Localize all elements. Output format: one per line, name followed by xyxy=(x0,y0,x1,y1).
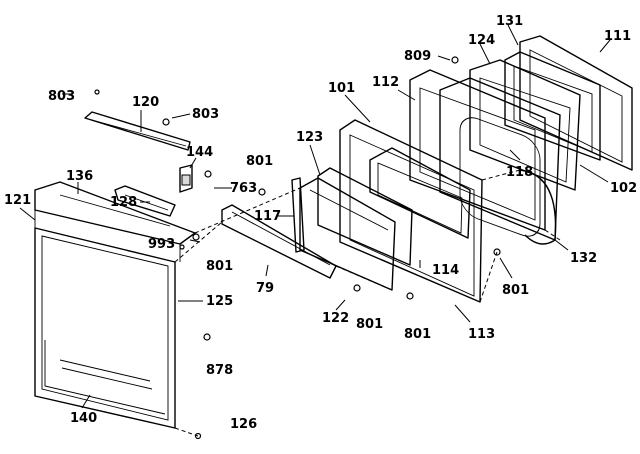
screw-809 xyxy=(451,56,459,64)
hinge-pin xyxy=(179,164,193,193)
label-801-a: 801 xyxy=(246,154,273,169)
label-132: 132 xyxy=(570,251,597,266)
frame-124 xyxy=(469,59,581,191)
label-128: 128 xyxy=(110,195,137,210)
screw-803-a xyxy=(94,89,100,95)
label-120: 120 xyxy=(132,95,159,110)
screw-801-a xyxy=(258,188,266,196)
label-809: 809 xyxy=(404,49,431,64)
label-878: 878 xyxy=(206,363,233,378)
label-112: 112 xyxy=(372,75,399,90)
label-101: 101 xyxy=(328,81,355,96)
label-102: 102 xyxy=(610,181,637,196)
screw-801-c xyxy=(353,284,361,292)
screw-801-b xyxy=(192,233,200,241)
label-124: 124 xyxy=(468,33,495,48)
label-801-d: 801 xyxy=(404,327,431,342)
label-113: 113 xyxy=(468,327,495,342)
label-121: 121 xyxy=(4,193,31,208)
label-803-b: 803 xyxy=(192,107,219,122)
vertical-support xyxy=(291,177,305,253)
label-993: 993 xyxy=(148,237,175,252)
label-763: 763 xyxy=(230,181,257,196)
label-801-b: 801 xyxy=(206,259,233,274)
top-strip xyxy=(84,111,191,151)
screw-801-d xyxy=(406,292,414,300)
label-144: 144 xyxy=(186,145,213,160)
label-79: 79 xyxy=(256,281,274,296)
label-801-e: 801 xyxy=(502,283,529,298)
inner-door-frame xyxy=(339,119,483,303)
label-118: 118 xyxy=(506,165,533,180)
label-123: 123 xyxy=(296,130,323,145)
outer-rear-frame xyxy=(519,35,633,171)
label-803-a: 803 xyxy=(48,89,75,104)
label-136: 136 xyxy=(66,169,93,184)
gasket-132 xyxy=(519,169,557,245)
label-114: 114 xyxy=(432,263,459,278)
part-labels: 803 120 803 144 136 121 128 763 993 801 … xyxy=(4,14,637,432)
label-140: 140 xyxy=(70,411,97,426)
hardware-screws xyxy=(94,56,501,440)
screw-878 xyxy=(203,333,211,341)
screw-763 xyxy=(204,170,212,178)
label-125: 125 xyxy=(206,294,233,309)
glass-panel xyxy=(299,177,396,291)
leader-lines xyxy=(19,24,611,409)
frame-118 xyxy=(439,77,561,241)
label-122: 122 xyxy=(322,311,349,326)
label-111: 111 xyxy=(604,29,631,44)
label-126: 126 xyxy=(230,417,257,432)
frame-112 xyxy=(409,69,546,231)
glass-panel-123 xyxy=(317,167,413,266)
label-801-c: 801 xyxy=(356,317,383,332)
label-117: 117 xyxy=(254,209,281,224)
screw-993 xyxy=(179,244,185,250)
outer-door-panel xyxy=(34,227,176,429)
screw-803-b xyxy=(162,118,170,126)
label-131: 131 xyxy=(496,14,523,29)
